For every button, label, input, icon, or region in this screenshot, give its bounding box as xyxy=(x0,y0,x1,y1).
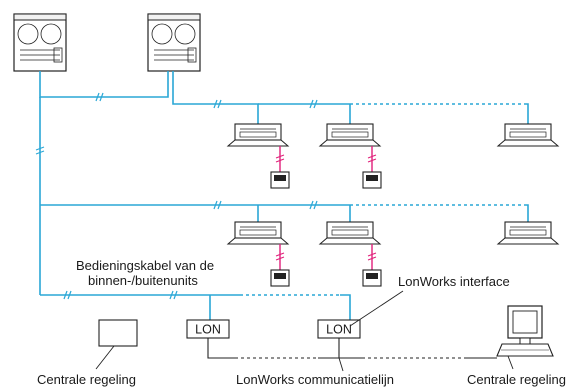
label-bedieningskabel-2: binnen-/buitenunits xyxy=(88,273,198,288)
central-controller-left xyxy=(98,319,138,347)
indoor-unit-upper-1 xyxy=(226,123,290,147)
remote-controller-middle-1 xyxy=(270,269,290,287)
lon-box-2-label: LON xyxy=(326,323,352,337)
indoor-unit-middle-3 xyxy=(496,221,560,245)
label-centrale-regeling-right: Centrale regeling xyxy=(467,372,566,387)
outdoor-unit-right xyxy=(147,13,201,72)
remote-controller-upper-1 xyxy=(270,171,290,189)
remote-wiring-magenta xyxy=(275,146,377,270)
label-centrale-regeling-left: Centrale regeling xyxy=(37,372,136,387)
indoor-unit-middle-2 xyxy=(318,221,382,245)
label-lonworks-interface: LonWorks interface xyxy=(398,274,510,289)
label-bedieningskabel-1: Bedieningskabel van de xyxy=(76,258,214,273)
lon-box-2: LON xyxy=(317,319,361,339)
remote-controller-upper-2 xyxy=(362,171,382,189)
outdoor-unit-left xyxy=(13,13,67,72)
lon-box-1: LON xyxy=(186,319,230,339)
indoor-unit-middle-1 xyxy=(226,221,290,245)
indoor-unit-upper-2 xyxy=(318,123,382,147)
remote-controller-middle-2 xyxy=(362,269,382,287)
lon-box-1-label: LON xyxy=(195,323,221,337)
indoor-unit-upper-3 xyxy=(496,123,560,147)
lonworks-comm-line xyxy=(207,338,497,359)
label-lonworks-communicatielijn: LonWorks communicatielijn xyxy=(236,372,394,387)
cabling-cyan xyxy=(35,71,529,320)
computer-central-controller xyxy=(496,305,554,357)
leader-lines xyxy=(95,290,514,372)
